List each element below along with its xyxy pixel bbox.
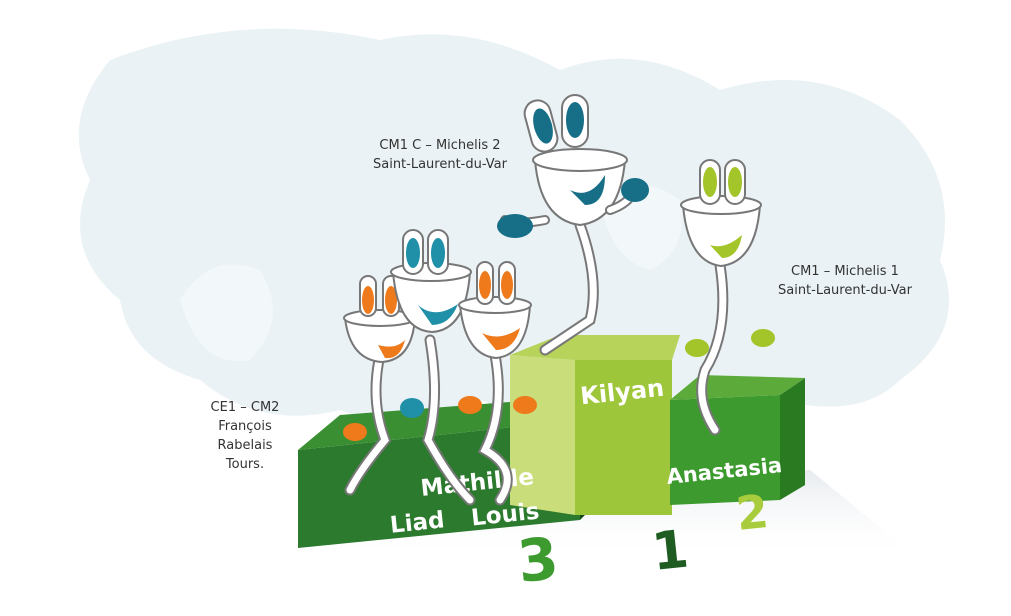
winner-name-third-2: Liad xyxy=(389,507,446,539)
school-line: Tours. xyxy=(225,457,265,472)
school-line: Saint-Laurent-du-Var xyxy=(777,283,912,298)
school-line: CM1 C – Michelis 2 xyxy=(379,138,501,153)
podium-block-first xyxy=(510,335,680,515)
school-label-first: CM1 C – Michelis 2 Saint-Laurent-du-Var xyxy=(340,136,540,174)
school-label-third: CE1 – CM2 François Rabelais Tours. xyxy=(190,398,300,474)
school-line: François Rabelais xyxy=(217,419,273,453)
rank-number-third: 3 xyxy=(514,524,561,596)
school-label-second: CM1 – Michelis 1 Saint-Laurent-du-Var xyxy=(760,262,930,300)
school-line: CE1 – CM2 xyxy=(210,400,280,415)
plug-mascot-icon xyxy=(343,94,775,506)
school-line: CM1 – Michelis 1 xyxy=(791,264,899,279)
school-line: Saint-Laurent-du-Var xyxy=(372,157,507,172)
rank-number-first: 1 xyxy=(649,519,691,582)
rank-number-second: 2 xyxy=(734,484,771,541)
